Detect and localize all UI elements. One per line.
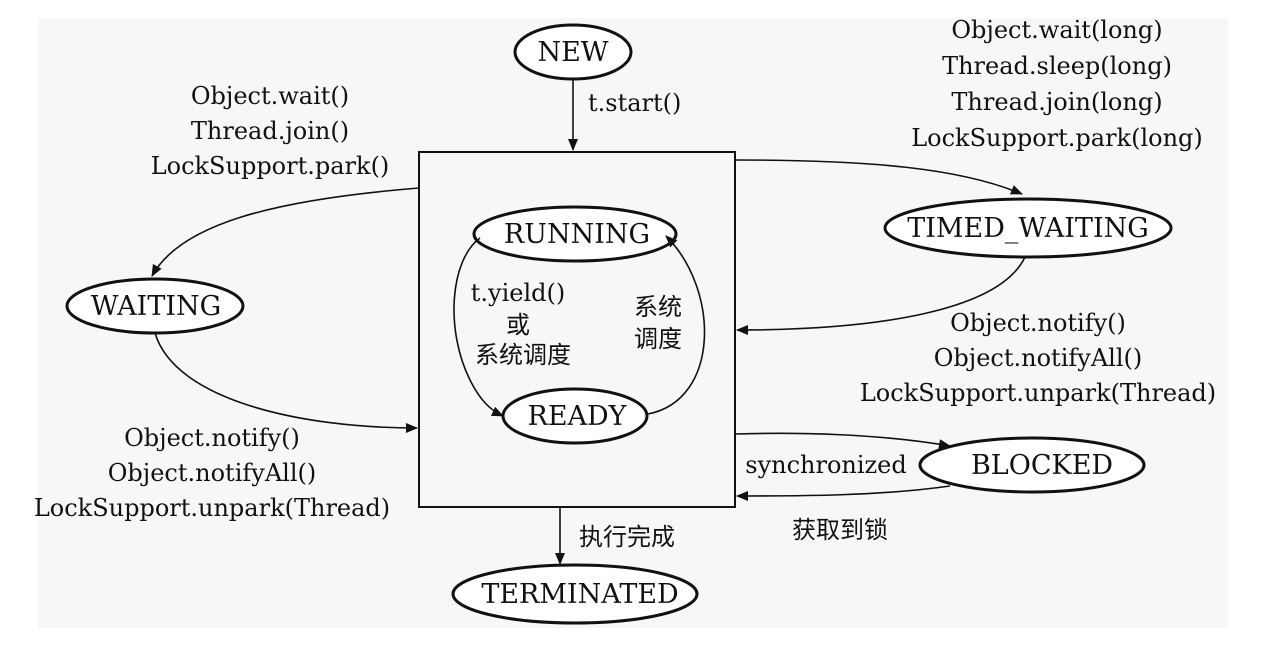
node-waiting-label: WAITING	[91, 291, 221, 322]
edge-ready-to-running	[647, 235, 706, 415]
edge-label-from-timed-waiting-2: LockSupport.unpark(Thread)	[860, 379, 1216, 407]
edge-waiting-to-runnable	[154, 332, 418, 433]
edge-label-to-timed-waiting-2: Thread.join(long)	[951, 88, 1162, 116]
edge-label-to-waiting-2: LockSupport.park()	[151, 152, 390, 180]
node-running-label: RUNNING	[504, 219, 650, 250]
edge-timed-waiting-to-runnable	[736, 256, 1026, 335]
edge-label-from-blocked: 获取到锁	[792, 516, 888, 544]
edge-label-to-waiting-1: Thread.join()	[191, 117, 349, 145]
edge-label-to-blocked: synchronized	[745, 451, 907, 479]
node-running-ellipse	[472, 205, 678, 263]
node-blocked-label: BLOCKED	[971, 450, 1113, 481]
node-new-label: NEW	[537, 37, 608, 68]
edge-label-from-waiting-1: Object.notifyAll()	[108, 459, 316, 487]
edge-runnable-to-blocked	[734, 432, 951, 450]
edge-label-from-timed-waiting-0: Object.notify()	[950, 309, 1126, 337]
edge-label-from-waiting-0: Object.notify()	[124, 424, 300, 452]
edge-label-to-timed-waiting-1: Thread.sleep(long)	[942, 52, 1172, 80]
node-terminated-ellipse	[451, 563, 699, 625]
edge-label-running-to-ready-1: 或	[506, 311, 530, 339]
edge-label-to-timed-waiting-3: LockSupport.park(long)	[911, 124, 1203, 152]
edge-label-to-terminated: 执行完成	[579, 523, 675, 551]
node-timed-waiting-label: TIMED_WAITING	[907, 213, 1149, 244]
edge-label-start: t.start()	[588, 89, 681, 117]
edge-blocked-to-runnable	[736, 485, 951, 501]
edge-label-running-to-ready-2: 系统调度	[475, 341, 571, 369]
node-ready-label: READY	[527, 401, 627, 432]
edge-label-ready-to-running-1: 调度	[634, 325, 682, 353]
edge-label-from-waiting-2: LockSupport.unpark(Thread)	[34, 494, 390, 522]
edge-label-to-waiting-0: Object.wait()	[191, 82, 349, 110]
diagram-background	[38, 18, 1228, 628]
runnable-container-box	[418, 151, 736, 508]
edge-label-running-to-ready-0: t.yield()	[471, 279, 565, 307]
node-blocked-ellipse	[918, 436, 1146, 494]
node-terminated-label: TERMINATED	[481, 579, 678, 610]
edge-runnable-to-waiting	[151, 187, 420, 277]
edge-label-from-timed-waiting-1: Object.notifyAll()	[934, 344, 1142, 372]
edge-label-ready-to-running-0: 系统	[634, 293, 682, 321]
edge-running-to-ready	[453, 237, 504, 417]
edge-runnable-to-timed-waiting	[734, 159, 1023, 195]
edge-label-to-timed-waiting-0: Object.wait(long)	[951, 16, 1162, 44]
node-timed-waiting-ellipse	[883, 197, 1173, 259]
